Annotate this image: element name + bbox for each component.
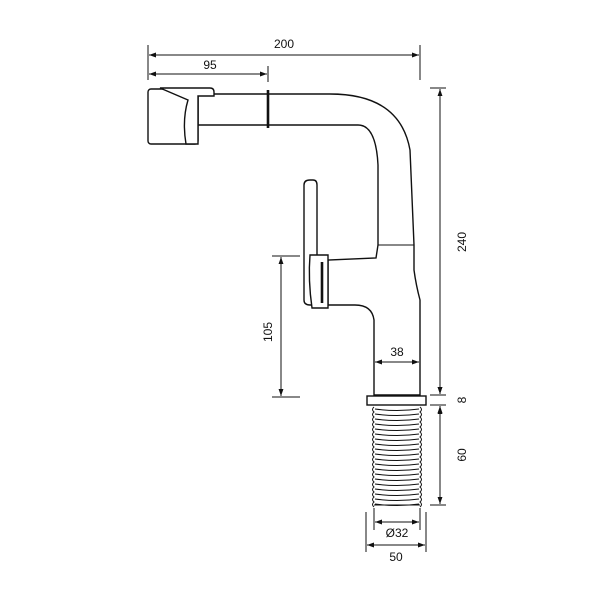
dimension-body-diameter: 38 [375,345,419,365]
faucet-outline [147,87,427,406]
shank-ridge [374,493,420,496]
shank-ridge [374,468,420,471]
dim-label-8: 8 [455,396,469,403]
dimension-total-width: 200 [147,37,421,80]
dimension-spout-width: 95 [149,58,269,82]
dim-label-50: 50 [389,550,403,564]
dimension-base-width: 50 [365,512,427,564]
dimension-total-height: 240 [430,87,469,396]
dimension-shank-length: 60 [430,407,469,506]
shank-ridge [374,443,420,446]
shank-ridge [374,483,420,486]
spray-head-cap [159,87,215,145]
shank-ridge [374,428,420,431]
shank-ridge [374,463,420,466]
dimension-nut-height: 8 [430,384,469,416]
shank-ridge [374,418,420,421]
dim-label-60: 60 [455,448,469,462]
shank-outline [372,406,422,508]
dimension-shank-diameter: Ø32 [373,508,421,540]
shank-ridge [374,438,420,441]
mounting-nut [366,395,427,406]
shank-ridge [374,478,420,481]
shank-ridge [374,488,420,491]
shank-ridge [374,498,420,501]
dim-label-95: 95 [203,58,217,72]
dimension-handle-height: 105 [261,255,300,398]
shank-ridge [374,473,420,476]
shank-ridge [374,458,420,461]
shank-ridge [374,453,420,456]
shank-ridge [374,433,420,436]
dim-label-200: 200 [274,37,294,51]
dim-label-105: 105 [261,322,275,342]
shank-ridge [374,423,420,426]
dim-label-38: 38 [390,345,404,359]
shank-ridge [374,408,420,411]
handle-base [308,254,329,309]
spout-body [197,93,421,396]
dim-label-o32: Ø32 [386,526,409,540]
shank-ridge [374,413,420,416]
dim-label-240: 240 [455,232,469,252]
shank-ridge [374,448,420,451]
corrugated-shank [372,406,422,508]
